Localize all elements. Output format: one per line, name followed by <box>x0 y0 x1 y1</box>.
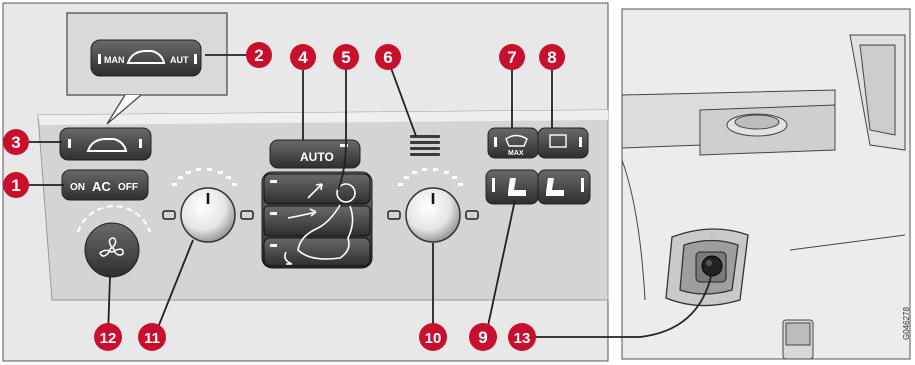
svg-text:12: 12 <box>100 330 117 347</box>
max-label: MAX <box>508 150 524 157</box>
svg-text:6: 6 <box>383 48 392 67</box>
svg-text:11: 11 <box>144 330 160 347</box>
svg-text:2: 2 <box>254 46 263 65</box>
man-label: MAN <box>104 55 125 65</box>
svg-text:7: 7 <box>507 48 516 67</box>
svg-text:10: 10 <box>425 330 442 347</box>
indicator-light <box>270 180 277 183</box>
indicator-light <box>492 178 495 192</box>
indicator-light <box>98 54 101 64</box>
indicator-light <box>581 178 584 192</box>
recirculation-button[interactable] <box>60 128 151 160</box>
indicator-light <box>270 244 277 247</box>
air-distribution-floor-button[interactable] <box>264 238 370 266</box>
ac-label: AC <box>92 179 111 194</box>
svg-text:3: 3 <box>11 133 20 152</box>
svg-text:9: 9 <box>478 328 487 347</box>
air-distribution-face-button[interactable] <box>264 206 370 236</box>
ac-off-label: OFF <box>118 182 138 193</box>
svg-text:4: 4 <box>298 48 308 67</box>
aut-label: AUT <box>170 55 189 65</box>
auto-label: AUTO <box>300 150 334 164</box>
image-code: G046278 <box>902 307 911 340</box>
indicator-light <box>579 137 582 147</box>
svg-text:8: 8 <box>547 48 556 67</box>
indicator-light <box>68 139 71 148</box>
ac-on-label: ON <box>70 182 85 193</box>
indicator-light <box>494 137 497 147</box>
indicator-light <box>270 212 277 215</box>
svg-text:13: 13 <box>514 330 531 347</box>
fan-speed-knob[interactable] <box>85 223 139 277</box>
indicator-light <box>139 139 142 148</box>
svg-text:5: 5 <box>341 48 350 67</box>
svg-text:1: 1 <box>11 176 20 195</box>
indicator-light <box>194 54 197 64</box>
interior-temperature-sensor <box>666 229 748 306</box>
